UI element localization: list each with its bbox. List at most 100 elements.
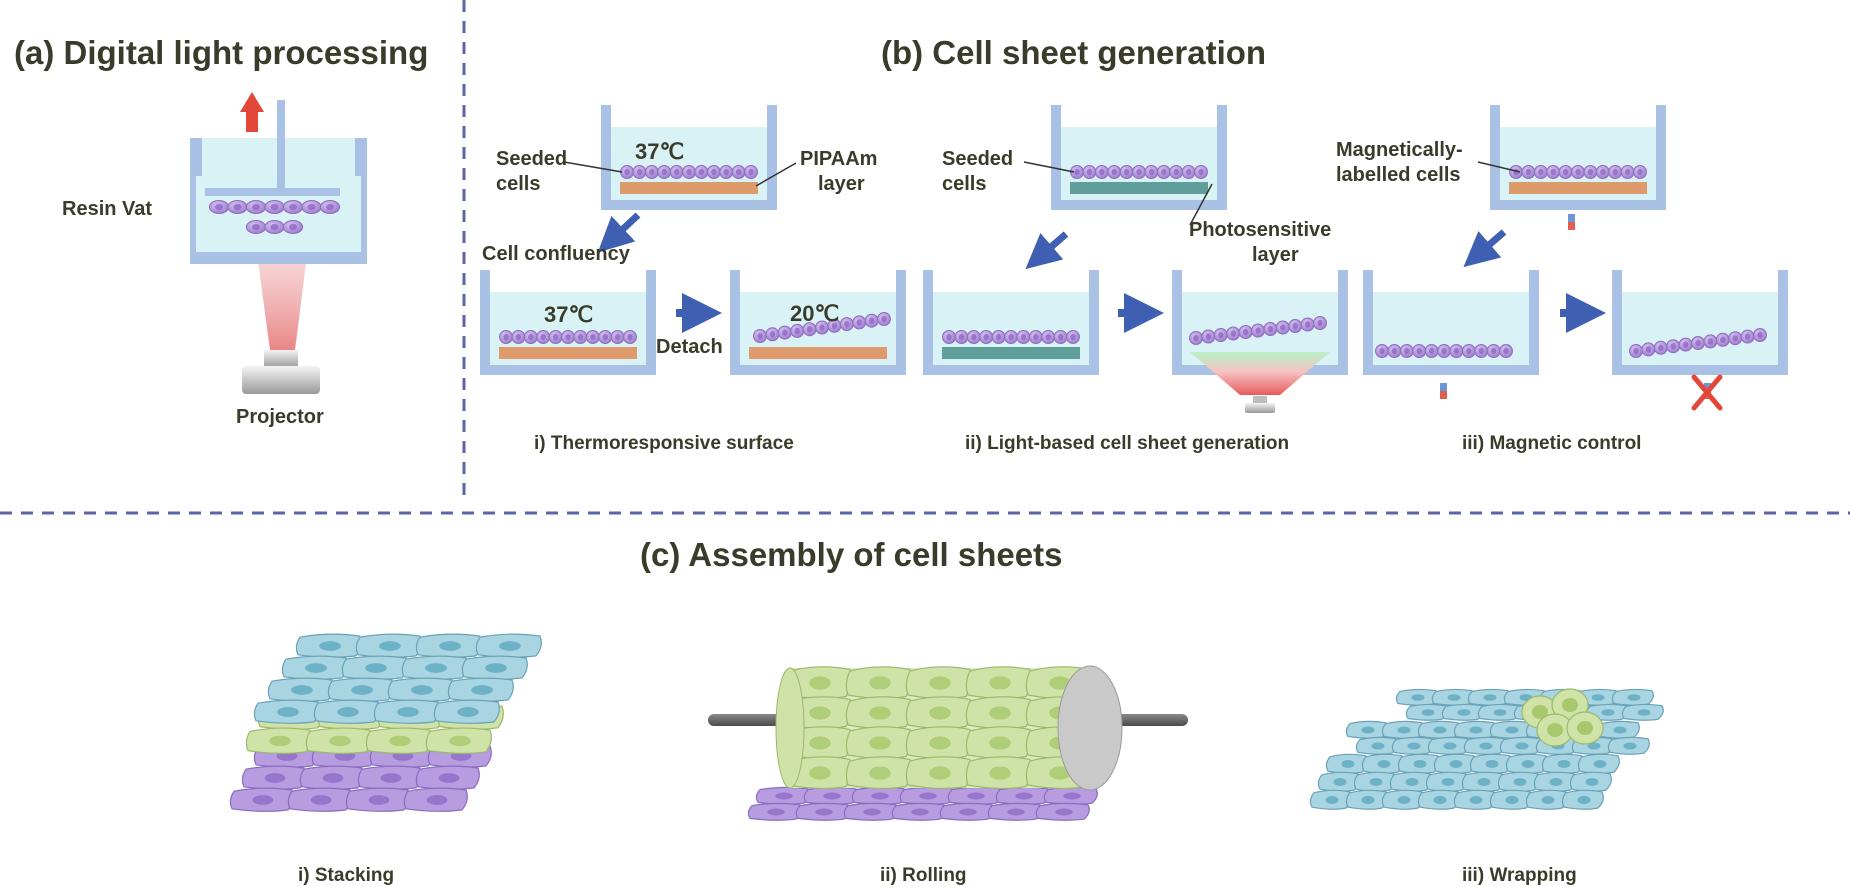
cell xyxy=(1678,337,1693,352)
cell xyxy=(620,165,634,179)
sheet-cell xyxy=(755,786,810,805)
sheet-cell xyxy=(803,786,858,805)
cell xyxy=(1288,319,1303,333)
cell xyxy=(942,330,956,344)
cell xyxy=(1728,331,1743,346)
cell xyxy=(1474,344,1489,358)
temp-20-right: 20℃ xyxy=(790,301,840,326)
cell xyxy=(1213,328,1228,342)
projector-icon xyxy=(242,350,320,394)
cell xyxy=(991,330,1006,344)
sheet-cell xyxy=(1417,789,1460,810)
panel-a-title: (a) Digital light processing xyxy=(14,34,429,71)
cell xyxy=(864,313,879,328)
sheet-cell xyxy=(425,727,492,754)
cell xyxy=(1703,334,1718,349)
sheet-cell xyxy=(365,727,432,754)
cell xyxy=(1533,165,1548,179)
sheet-cell xyxy=(1317,771,1360,792)
sheet-cell xyxy=(461,655,528,680)
photosensitive-layer xyxy=(942,347,1080,359)
wrapping-caption: iii) Wrapping xyxy=(1462,865,1577,886)
sheet-cell xyxy=(1441,703,1484,721)
cell xyxy=(1583,165,1598,179)
cell xyxy=(301,200,322,214)
cell xyxy=(954,330,969,344)
sheet-cell xyxy=(905,696,972,729)
sheet-cell xyxy=(1541,753,1584,774)
roll-end-cap xyxy=(1057,665,1123,791)
sheet-cell xyxy=(947,786,1002,805)
sheet-cell xyxy=(1427,736,1470,755)
cell xyxy=(1666,339,1681,354)
sheet-cell xyxy=(373,699,440,724)
cell xyxy=(657,165,672,179)
thermo-caption: i) Thermoresponsive surface xyxy=(534,433,794,454)
sheet-cell xyxy=(253,699,320,724)
cell xyxy=(1546,165,1561,179)
cell xyxy=(1424,344,1439,358)
sheet-cell xyxy=(1561,789,1604,810)
sheet-cell xyxy=(1621,703,1664,721)
cell xyxy=(1094,165,1109,179)
panel-c-title: (c) Assembly of cell sheets xyxy=(640,536,1063,573)
cell xyxy=(1275,320,1290,335)
cell xyxy=(1375,344,1389,358)
seeded-label-2: cells xyxy=(496,173,541,195)
cell xyxy=(548,330,563,344)
sheet-cell xyxy=(1345,789,1388,810)
cell xyxy=(499,330,513,344)
stacking-illustration xyxy=(229,633,542,812)
magnet-icon xyxy=(1568,214,1575,230)
cell xyxy=(1437,344,1451,358)
sheet-cell xyxy=(1397,753,1440,774)
magnetic-caption: iii) Magnetic control xyxy=(1462,433,1642,454)
cell-confluency-label: Cell confluency xyxy=(482,243,630,265)
cell xyxy=(573,330,588,344)
cell xyxy=(877,312,891,326)
cell xyxy=(561,330,575,344)
cell xyxy=(1300,317,1315,332)
cell xyxy=(753,329,767,343)
sheet-cell xyxy=(1395,688,1438,706)
sheet-cell xyxy=(1453,720,1496,739)
cell xyxy=(282,200,304,214)
sheet-cell xyxy=(1381,720,1424,739)
pipaam-layer xyxy=(749,347,887,359)
detach-label: Detach xyxy=(656,336,723,358)
wrapping-illustration xyxy=(1309,688,1664,810)
sheet-cell xyxy=(785,666,852,699)
sheet-cell xyxy=(905,666,972,699)
sheet-cell xyxy=(939,802,994,821)
sheet-cell xyxy=(1499,736,1542,755)
sheet-cell xyxy=(965,696,1032,729)
sheet-cell xyxy=(1389,771,1432,792)
process-arrows xyxy=(597,212,1606,333)
cell xyxy=(1461,344,1476,358)
dlp-apparatus xyxy=(190,92,367,394)
sheet-cell xyxy=(1381,789,1424,810)
light-caption: ii) Light-based cell sheet generation xyxy=(965,433,1290,454)
pipaam-layer xyxy=(499,347,637,359)
cell xyxy=(1201,329,1216,344)
light-seeded-label-1: Seeded xyxy=(942,148,1014,170)
cell xyxy=(731,165,746,179)
sheet-cell xyxy=(1325,753,1368,774)
stacking-caption: i) Stacking xyxy=(298,865,395,886)
cell xyxy=(1169,165,1184,179)
pipaam-layer xyxy=(620,182,758,194)
sheet-cell xyxy=(355,633,422,658)
cell xyxy=(1499,344,1513,358)
cell xyxy=(765,327,780,342)
sheet-cell xyxy=(845,756,912,789)
sheet-cell xyxy=(1433,753,1476,774)
sheet-cell xyxy=(415,765,480,790)
sheet-cell xyxy=(987,802,1042,821)
cell xyxy=(1608,165,1623,179)
sheet-cell xyxy=(851,786,906,805)
sheet-cell xyxy=(415,633,482,658)
cell xyxy=(1066,330,1080,344)
sheet-cell xyxy=(1611,688,1654,706)
sheet-cell xyxy=(1533,771,1576,792)
